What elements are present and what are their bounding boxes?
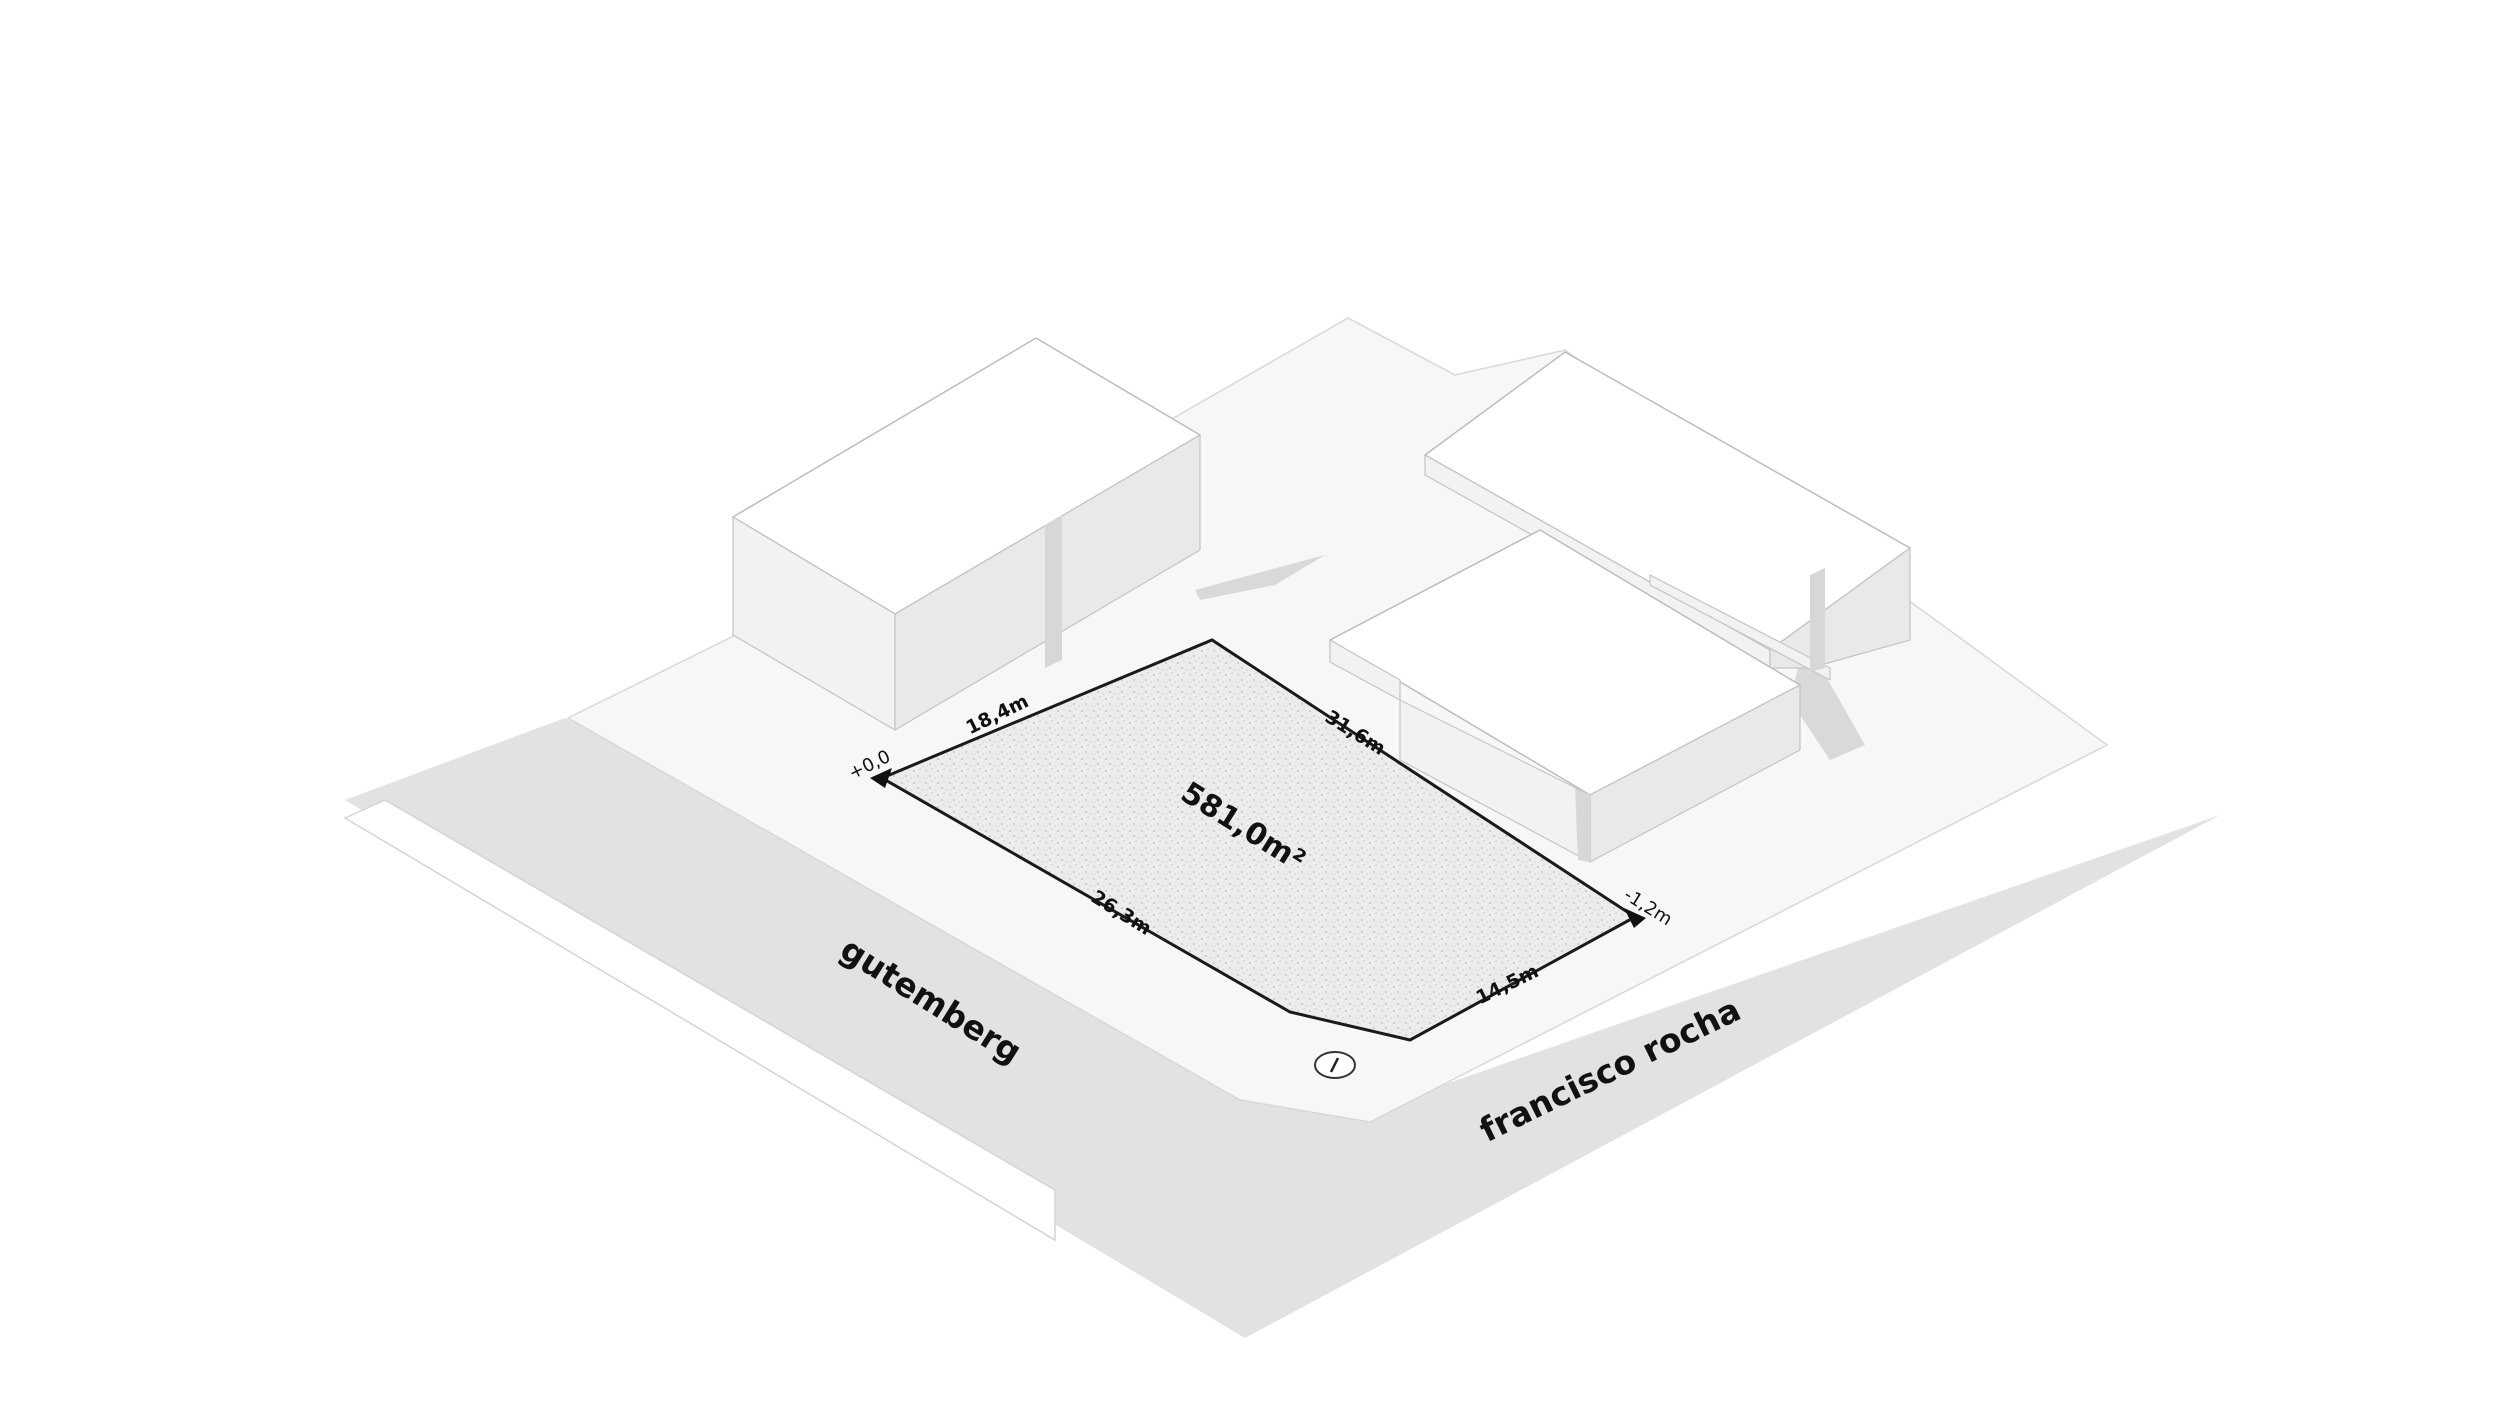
building-shadow bbox=[1790, 640, 1865, 760]
neighbor-building-left bbox=[732, 337, 1201, 731]
neighbor-building-back-right bbox=[1424, 351, 1911, 681]
level-marker-west bbox=[870, 768, 892, 788]
sidewalk-strip bbox=[343, 799, 1056, 1242]
building-shadow bbox=[1195, 555, 1325, 600]
neighbor-building-front-right bbox=[1329, 529, 1801, 863]
lot-boundary bbox=[878, 638, 1638, 1042]
north-arrow-icon bbox=[1314, 1051, 1356, 1079]
level-marker-east bbox=[1624, 908, 1646, 928]
street-surface bbox=[345, 718, 2220, 1338]
